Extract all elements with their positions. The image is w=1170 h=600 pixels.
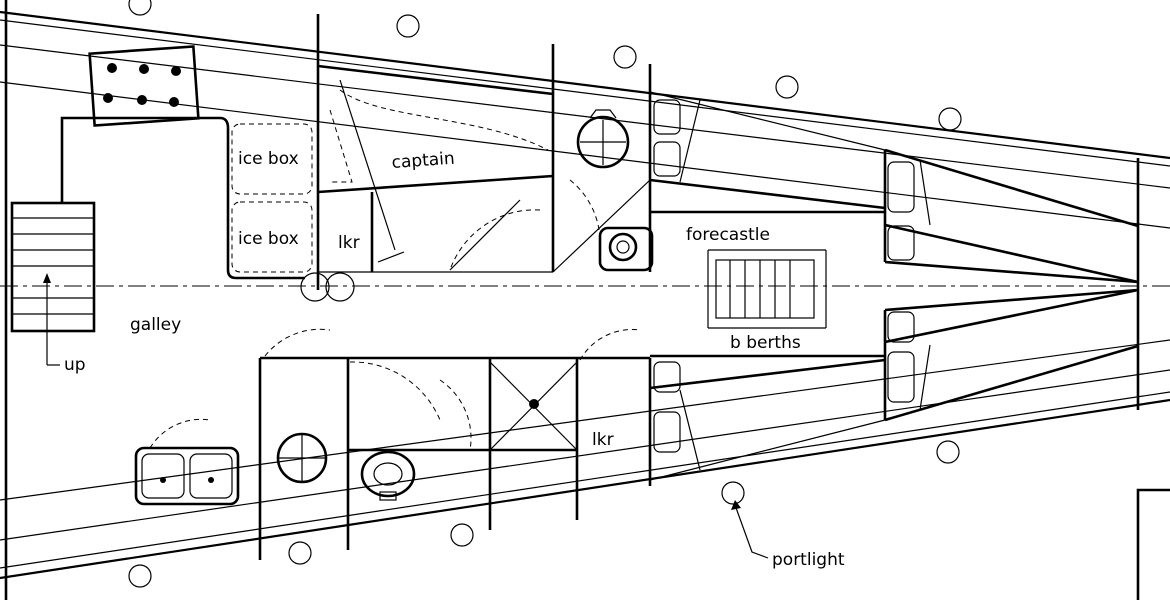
label-lkr-2: lkr: [592, 430, 614, 450]
galley-sink: [134, 418, 240, 506]
forecastle-ladder: [707, 249, 827, 329]
hull-bottom: [0, 339, 1170, 580]
mast-step: [300, 272, 355, 302]
ice-boxes: [231, 123, 313, 273]
label-berths: b berths: [730, 333, 801, 353]
portlight-leader: [731, 500, 769, 559]
companionway-stairs: [10, 201, 96, 366]
portlights: [128, 0, 962, 588]
lower-compartments: [258, 328, 652, 560]
label-portlight: portlight: [772, 550, 845, 570]
label-forecastle: forecastle: [686, 225, 770, 245]
label-ice-box-1: ice box: [238, 149, 299, 169]
label-ice-box-2: ice box: [238, 229, 299, 249]
title-block-edge: [1136, 488, 1170, 600]
galley-counter: [60, 116, 305, 280]
label-lkr-1: lkr: [338, 233, 360, 253]
label-captain: captain: [391, 149, 455, 173]
label-galley: galley: [130, 315, 181, 335]
captain-cabin: [316, 14, 555, 290]
stove: [88, 45, 200, 127]
head-compartment: [552, 64, 654, 273]
label-up: up: [64, 355, 86, 375]
berths-bottom: [649, 288, 1139, 481]
berths-top: [649, 91, 1139, 284]
